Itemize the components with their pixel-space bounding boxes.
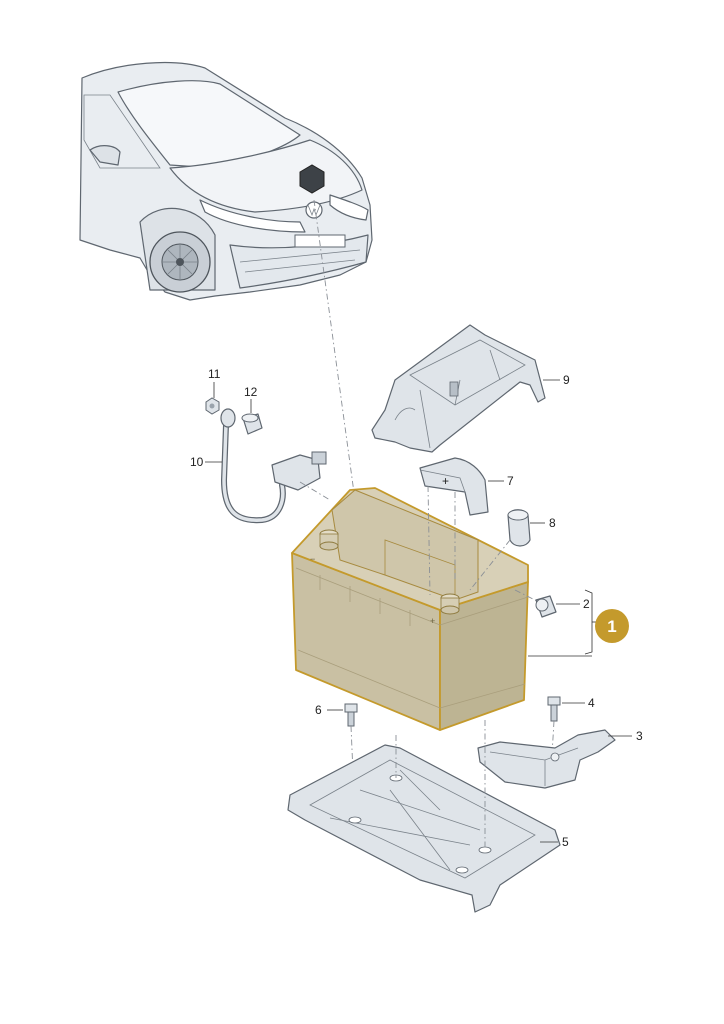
part-6-bolt: [344, 703, 358, 727]
callout-9: 9: [563, 373, 570, 387]
callout-3: 3: [636, 729, 643, 743]
callout-2: 2: [583, 597, 590, 611]
part-2-screw: [535, 595, 557, 618]
vehicle-illustration: [79, 61, 373, 301]
callout-12: 12: [244, 385, 258, 399]
part-3-clamp: [477, 729, 616, 789]
callout-5: 5: [562, 835, 569, 849]
part-7-terminal-cover: +: [419, 457, 489, 516]
callout-10: 10: [190, 455, 204, 469]
positive-terminal-mark: +: [430, 616, 435, 626]
highlight-badge: 1: [595, 609, 629, 643]
callout-6: 6: [315, 703, 322, 717]
part-4-bolt: [547, 696, 561, 722]
part-5-tray: [287, 744, 561, 913]
callout-11: 11: [208, 367, 221, 381]
leader-lines: [205, 379, 632, 843]
callout-labels: 11 12 10 9 7 8 2 6 4 3 5: [190, 367, 643, 849]
svg-text:+: +: [442, 474, 449, 488]
highlight-badge-circle: [595, 609, 629, 643]
callout-4: 4: [588, 696, 595, 710]
negative-terminal-mark: −: [310, 554, 315, 564]
callout-8: 8: [549, 516, 556, 530]
part-8-cap: [507, 509, 531, 547]
location-reference-line: [313, 199, 356, 501]
battery-location-marker: [299, 164, 325, 194]
callout-7: 7: [507, 474, 514, 488]
part-12-terminal-bolt: [241, 413, 263, 435]
battery-item-1: − +: [291, 487, 529, 731]
part-9-bracket: [371, 324, 546, 453]
part-11-nut: [205, 397, 220, 415]
highlight-badge-number: 1: [607, 617, 616, 636]
part-10-cable: [220, 408, 327, 524]
